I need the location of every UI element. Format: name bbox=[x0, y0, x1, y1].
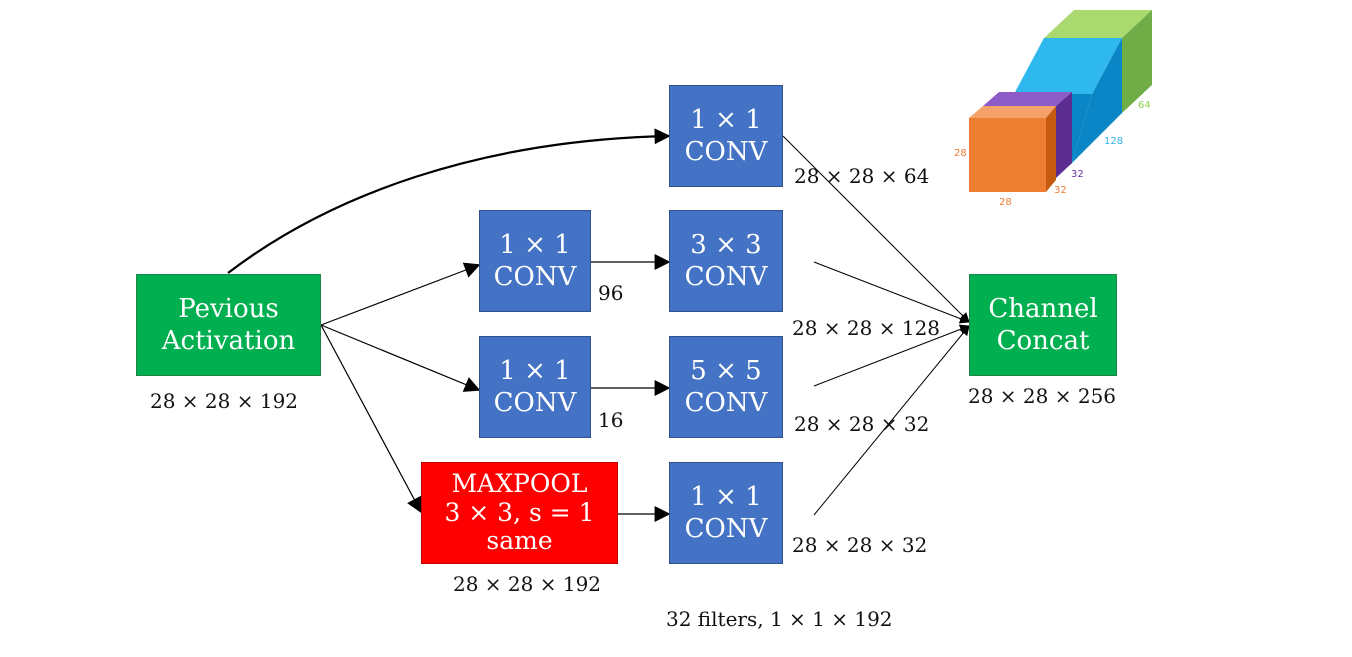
cube-green-side bbox=[1122, 10, 1152, 113]
channel-concat-line2: Concat bbox=[996, 326, 1090, 356]
cube-height-label: 28 bbox=[954, 148, 967, 159]
conv-5x5-node: 5 × 5 CONV bbox=[669, 336, 783, 438]
conv-1x1-reduce-3x3-line2: CONV bbox=[493, 262, 577, 292]
arrow-prev-to-conv-top bbox=[227, 128, 671, 274]
cube-orange-depth-label: 32 bbox=[1054, 185, 1067, 196]
cube-purple-depth-label: 32 bbox=[1071, 169, 1084, 180]
cube-orange-side bbox=[1046, 106, 1056, 192]
arrow-prev-to-conv-1x1-a bbox=[320, 262, 481, 326]
conv-1x1-reduce-5x5-line2: CONV bbox=[493, 388, 577, 418]
output-volume-cube bbox=[969, 10, 1152, 192]
conv-1x1-reduce-3x3-line1: 1 × 1 bbox=[499, 229, 571, 260]
arrow-pool-conv-to-concat bbox=[813, 325, 970, 516]
conv-1x1-reduce-3x3-node: 1 × 1 CONV bbox=[479, 210, 591, 312]
conv-1x1-reduce-5x5-line1: 1 × 1 bbox=[499, 355, 571, 386]
arrow-5x5-to-concat bbox=[813, 324, 970, 387]
conv-5x5-line2: CONV bbox=[684, 388, 768, 418]
maxpool-line1: MAXPOOL bbox=[451, 468, 588, 498]
conv-1x1-pool-line2: CONV bbox=[684, 514, 768, 544]
previous-activation-line2: Activation bbox=[161, 326, 296, 356]
conv-1x1-pool-line1: 1 × 1 bbox=[690, 481, 762, 512]
cube-blue-side bbox=[1072, 38, 1122, 163]
cube-purple-top bbox=[983, 92, 1072, 106]
arrow-conv-top-to-concat bbox=[782, 135, 970, 323]
maxpool-line3: same bbox=[486, 526, 553, 556]
conv-1x1-pool-output-dims: 28 × 28 × 32 bbox=[792, 533, 928, 557]
conv-3x3-line1: 3 × 3 bbox=[690, 229, 762, 260]
conv-1x1-top-output-dims: 28 × 28 × 64 bbox=[794, 164, 930, 188]
conv-1x1-top-node: 1 × 1 CONV bbox=[669, 85, 783, 187]
arrow-prev-to-conv-1x1-b bbox=[320, 324, 481, 392]
conv-3x3-output-dims: 28 × 28 × 128 bbox=[792, 316, 941, 340]
previous-activation-line1: Pevious bbox=[178, 293, 279, 324]
cube-blue-top bbox=[1014, 38, 1122, 94]
conv-1x1-pool-node: 1 × 1 CONV bbox=[669, 462, 783, 564]
conv-1x1-reduce-5x5-channels: 16 bbox=[598, 408, 624, 432]
conv-3x3-node: 3 × 3 CONV bbox=[669, 210, 783, 312]
previous-activation-node: Pevious Activation bbox=[136, 274, 321, 376]
cube-orange-top bbox=[969, 106, 1056, 118]
conv-1x1-top-line1: 1 × 1 bbox=[690, 104, 762, 135]
channel-concat-dims: 28 × 28 × 256 bbox=[968, 384, 1117, 408]
cube-width-label: 28 bbox=[999, 197, 1012, 208]
arrow-prev-to-maxpool bbox=[320, 324, 422, 514]
conv-5x5-output-dims: 28 × 28 × 32 bbox=[794, 412, 930, 436]
arrow-3x3-to-concat bbox=[813, 261, 970, 324]
previous-activation-dims: 28 × 28 × 192 bbox=[150, 389, 299, 413]
maxpool-dims: 28 × 28 × 192 bbox=[453, 572, 602, 596]
cube-blue-depth-label: 128 bbox=[1104, 136, 1124, 147]
maxpool-node: MAXPOOL 3 × 3, s = 1 same bbox=[421, 462, 618, 564]
cube-orange-front bbox=[969, 118, 1046, 192]
cube-green-top bbox=[1044, 10, 1152, 38]
channel-concat-node: Channel Concat bbox=[969, 274, 1117, 376]
conv-5x5-line1: 5 × 5 bbox=[690, 355, 762, 386]
conv-1x1-reduce-3x3-channels: 96 bbox=[598, 281, 624, 305]
conv-3x3-line2: CONV bbox=[684, 262, 768, 292]
cube-blue-front bbox=[1070, 94, 1092, 165]
channel-concat-line1: Channel bbox=[988, 293, 1098, 324]
conv-1x1-pool-filters-note: 32 filters, 1 × 1 × 192 bbox=[666, 607, 893, 631]
cube-green-depth-label: 64 bbox=[1138, 100, 1151, 111]
conv-1x1-reduce-5x5-node: 1 × 1 CONV bbox=[479, 336, 591, 438]
conv-1x1-top-line2: CONV bbox=[684, 137, 768, 167]
maxpool-line2: 3 × 3, s = 1 bbox=[444, 497, 595, 527]
cube-purple-side bbox=[1056, 92, 1072, 178]
